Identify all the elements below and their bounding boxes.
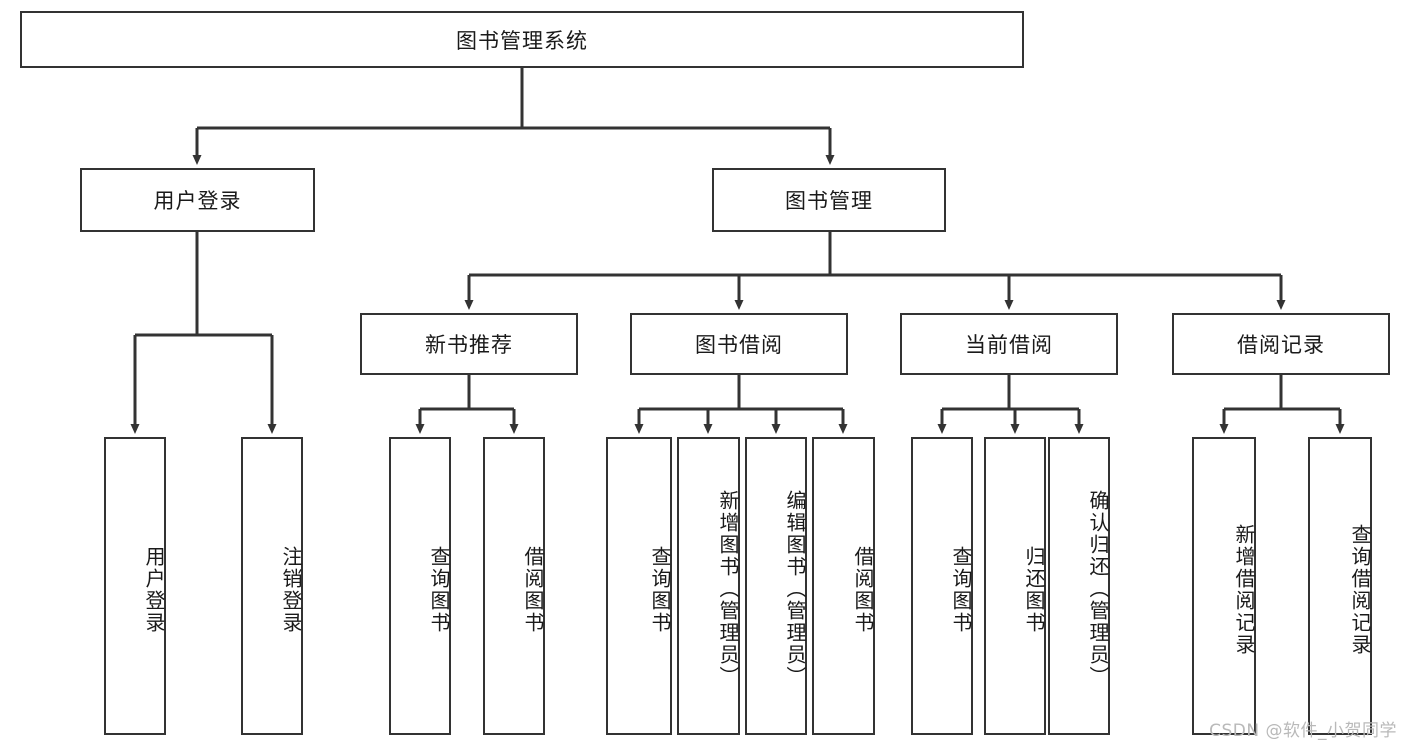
leaf-query-book-borrow[interactable]: 查询图书 (606, 437, 672, 735)
leaf-query-borrow-record[interactable]: 查询借阅记录 (1308, 437, 1372, 735)
leaf-add-borrow-record[interactable]: 新增借阅记录 (1192, 437, 1256, 735)
leaf-add-book-admin[interactable]: 新增图书（管理员） (677, 437, 740, 735)
csdn-watermark: CSDN @软件_小贺同学 (1209, 721, 1397, 741)
node-book-borrow[interactable]: 图书借阅 (630, 313, 848, 375)
node-root[interactable]: 图书管理系统 (20, 11, 1024, 68)
node-book-manage[interactable]: 图书管理 (712, 168, 946, 232)
leaf-borrow-book-recommend[interactable]: 借阅图书 (483, 437, 545, 735)
leaf-query-book-current[interactable]: 查询图书 (911, 437, 973, 735)
node-borrow-record[interactable]: 借阅记录 (1172, 313, 1390, 375)
node-current-borrow[interactable]: 当前借阅 (900, 313, 1118, 375)
leaf-return-book[interactable]: 归还图书 (984, 437, 1046, 735)
leaf-borrow-book[interactable]: 借阅图书 (812, 437, 875, 735)
leaf-user-login[interactable]: 用户登录 (104, 437, 166, 735)
leaf-query-book-recommend[interactable]: 查询图书 (389, 437, 451, 735)
leaf-edit-book-admin[interactable]: 编辑图书（管理员） (745, 437, 807, 735)
node-user-login[interactable]: 用户登录 (80, 168, 315, 232)
node-new-book-recommend[interactable]: 新书推荐 (360, 313, 578, 375)
leaf-confirm-return-admin[interactable]: 确认归还（管理员） (1048, 437, 1110, 735)
leaf-user-logout[interactable]: 注销登录 (241, 437, 303, 735)
